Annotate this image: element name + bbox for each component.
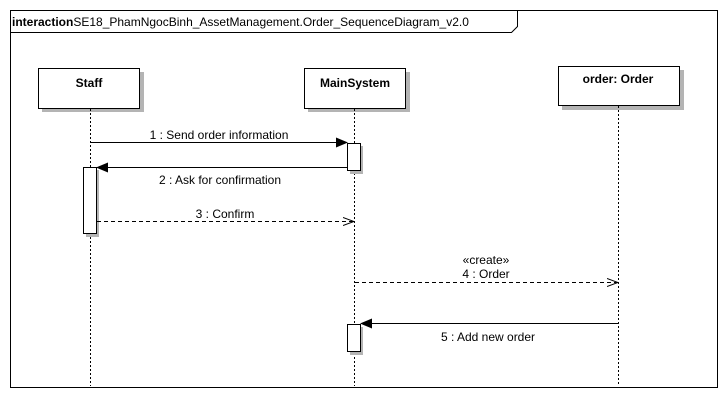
lifeline-order-head (558, 66, 680, 106)
lifeline-staff-label: Staff (76, 76, 104, 90)
message-4-label: 4 : Order (462, 267, 509, 281)
message-1-label: 1 : Send order information (150, 128, 289, 142)
activation-main-system-2 (347, 324, 361, 352)
message-1[interactable]: 1 : Send order information (91, 128, 348, 148)
message-4-stereotype: «create» (463, 253, 510, 267)
lifeline-main-system[interactable]: MainSystem (304, 68, 411, 387)
frame-name: SE18_PhamNgocBinh_AssetManagement.Order_… (73, 15, 469, 29)
interaction-frame: interactionSE18_PhamNgocBinh_AssetManage… (10, 10, 718, 388)
message-2-label: 2 : Ask for confirmation (159, 173, 281, 187)
message-2[interactable]: 2 : Ask for confirmation (96, 162, 347, 188)
frame-keyword: interaction (12, 15, 73, 29)
message-3[interactable]: 3 : Confirm (97, 207, 354, 222)
message-5[interactable]: 5 : Add new order (360, 318, 618, 345)
lifeline-order-label: order: Order (583, 72, 654, 86)
message-3-label: 3 : Confirm (196, 207, 255, 221)
lifeline-main-system-label: MainSystem (320, 76, 390, 90)
message-5-label: 5 : Add new order (441, 330, 535, 344)
activation-main-system-1 (347, 143, 361, 171)
lifeline-staff[interactable]: Staff (38, 68, 145, 387)
lifeline-main-system-head (304, 68, 406, 109)
frame-title: interactionSE18_PhamNgocBinh_AssetManage… (12, 15, 469, 29)
lifeline-staff-head (38, 68, 140, 109)
message-4[interactable]: «create» 4 : Order (355, 253, 618, 283)
lifeline-order[interactable]: order: Order (558, 66, 685, 387)
activation-staff (83, 167, 97, 234)
